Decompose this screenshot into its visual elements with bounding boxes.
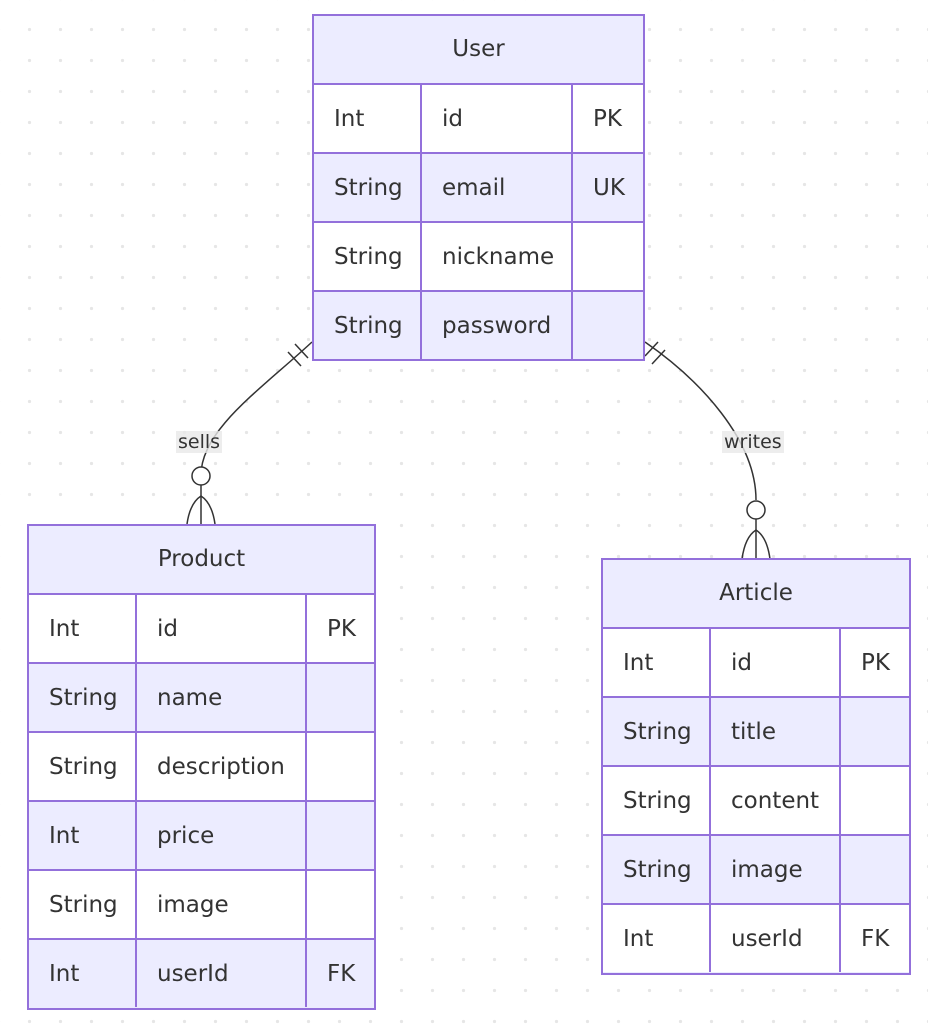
attribute-key bbox=[841, 698, 909, 765]
attribute-name: password bbox=[422, 292, 573, 359]
attribute-type: String bbox=[29, 664, 137, 731]
attribute-name: userId bbox=[137, 940, 307, 1007]
relationship-line-sells bbox=[200, 341, 313, 476]
attribute-type: Int bbox=[29, 940, 137, 1007]
attribute-key bbox=[841, 767, 909, 834]
relationship-line-writes bbox=[644, 341, 757, 501]
cardinality-many-sells bbox=[186, 495, 216, 525]
attribute-name: email bbox=[422, 154, 573, 221]
cardinality-zero-sells bbox=[191, 466, 211, 486]
entity-product-title: Product bbox=[29, 526, 374, 595]
attribute-key: FK bbox=[861, 925, 890, 952]
attribute-type: Int bbox=[29, 595, 137, 662]
attribute-key: FK bbox=[327, 960, 356, 987]
cardinality-exactly-one-writes-a bbox=[644, 341, 659, 357]
attribute-name: title bbox=[711, 698, 841, 765]
attribute-type: Int bbox=[29, 802, 137, 869]
cardinality-many-writes bbox=[741, 529, 771, 560]
attribute-key: PK bbox=[593, 105, 622, 132]
attribute-name: userId bbox=[711, 905, 841, 972]
attribute-name: id bbox=[711, 629, 841, 696]
attribute-type: String bbox=[314, 223, 422, 290]
attribute-type: Int bbox=[603, 905, 711, 972]
attribute-name: description bbox=[137, 733, 307, 800]
attribute-type: String bbox=[314, 292, 422, 359]
attribute-key bbox=[573, 223, 643, 290]
relationship-label-sells: sells bbox=[176, 431, 223, 453]
attribute-name: name bbox=[137, 664, 307, 731]
attribute-type: Int bbox=[603, 629, 711, 696]
attribute-name: id bbox=[422, 85, 573, 152]
attribute-type: String bbox=[603, 836, 711, 903]
relationship-label-writes: writes bbox=[722, 431, 784, 453]
attribute-key bbox=[307, 733, 374, 800]
attribute-type: String bbox=[603, 767, 711, 834]
attribute-name: price bbox=[137, 802, 307, 869]
attribute-name: id bbox=[137, 595, 307, 662]
cardinality-exactly-one-sells-a bbox=[287, 351, 302, 367]
attribute-type: String bbox=[29, 871, 137, 938]
attribute-type: Int bbox=[314, 85, 422, 152]
attribute-key bbox=[307, 871, 374, 938]
cardinality-exactly-one-sells-b bbox=[294, 343, 309, 359]
cardinality-exactly-one-writes-b bbox=[651, 349, 666, 365]
entity-user-title: User bbox=[314, 16, 643, 85]
attribute-key bbox=[307, 664, 374, 731]
attribute-key: PK bbox=[327, 615, 356, 642]
attribute-key bbox=[307, 802, 374, 869]
attribute-type: String bbox=[603, 698, 711, 765]
attribute-name: nickname bbox=[422, 223, 573, 290]
attribute-name: image bbox=[711, 836, 841, 903]
cardinality-zero-writes bbox=[746, 500, 766, 520]
attribute-type: String bbox=[314, 154, 422, 221]
attribute-key: PK bbox=[861, 649, 890, 676]
attribute-name: image bbox=[137, 871, 307, 938]
attribute-key bbox=[841, 836, 909, 903]
attribute-type: String bbox=[29, 733, 137, 800]
attribute-key: UK bbox=[593, 174, 625, 201]
entity-article-title: Article bbox=[603, 560, 909, 629]
attribute-key bbox=[573, 292, 643, 359]
attribute-name: content bbox=[711, 767, 841, 834]
